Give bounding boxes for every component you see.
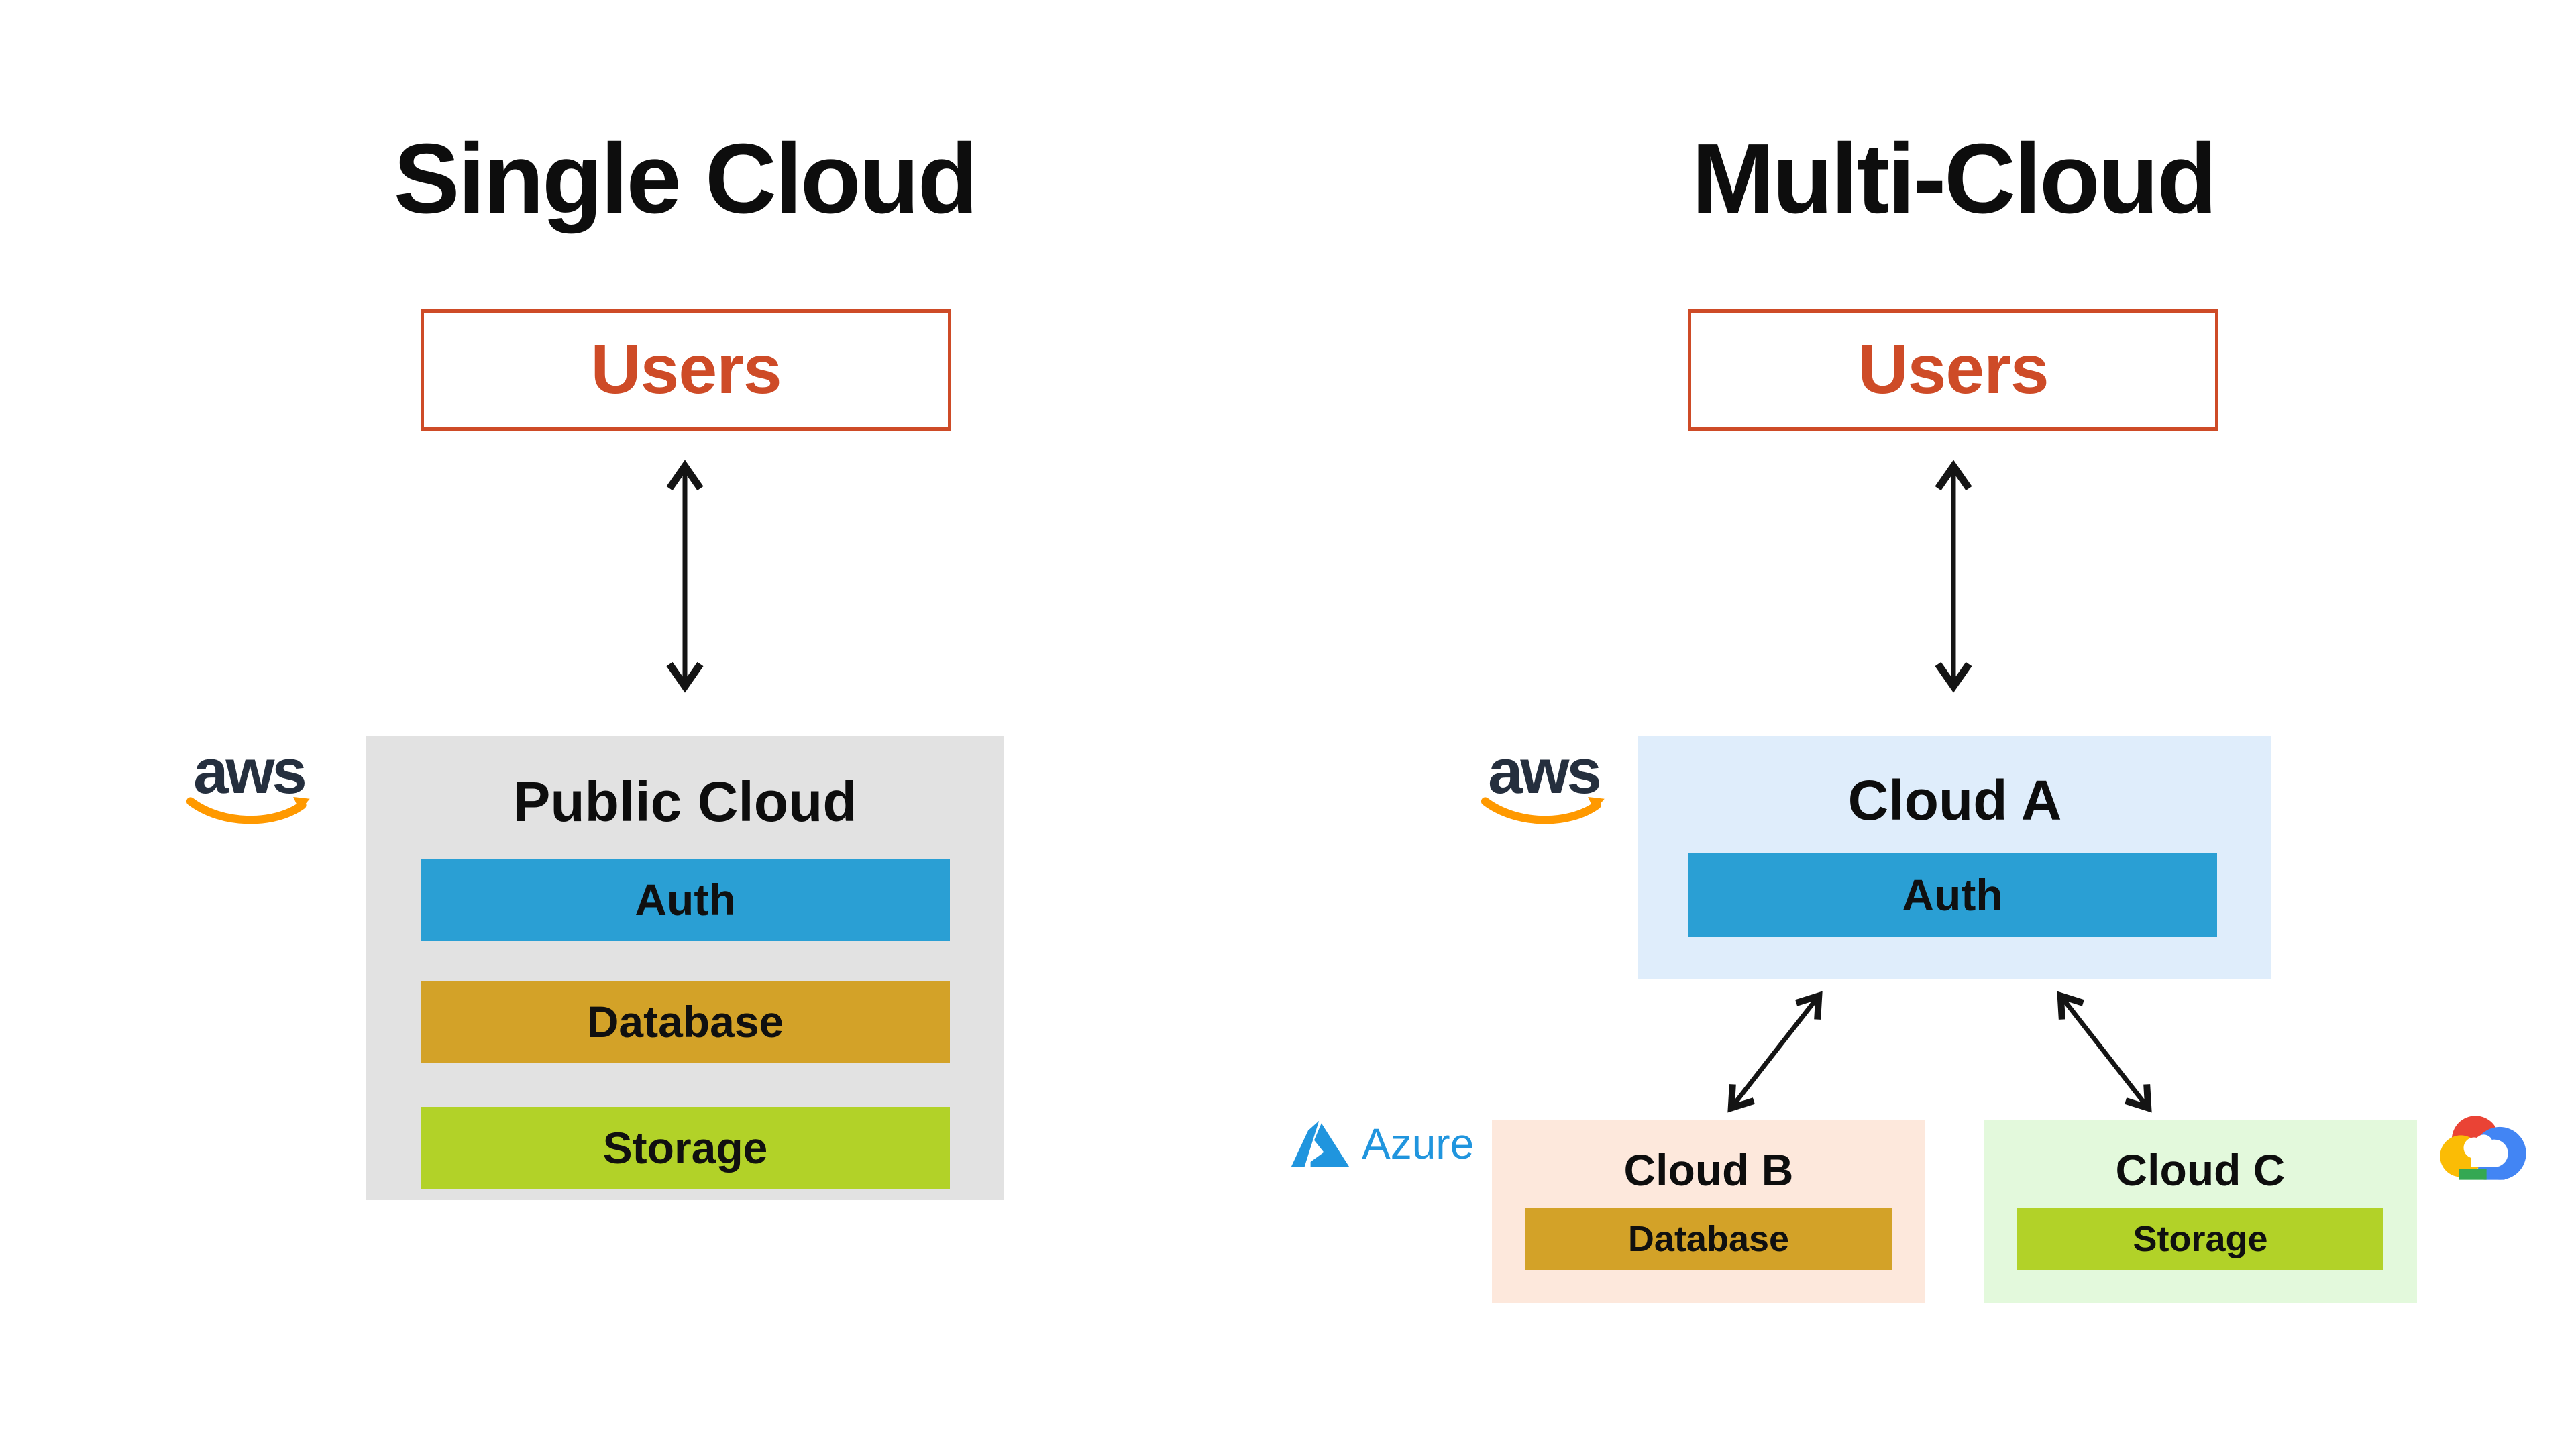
service-bar-auth: Auth (421, 859, 950, 941)
azure-a-icon (1291, 1120, 1350, 1167)
azure-logo: Azure (1289, 1119, 1474, 1169)
bidirectional-arrow-icon (666, 460, 704, 693)
bidirectional-arrow-icon (2057, 991, 2152, 1113)
cloud-c-title: Cloud C (2115, 1145, 2286, 1195)
multi-cloud-title: Multi-Cloud (1691, 123, 2218, 234)
cloud-b-box: Cloud B Database (1492, 1120, 1925, 1303)
users-box-single: Users (421, 309, 951, 431)
users-label: Users (1858, 331, 2049, 409)
single-cloud-title: Single Cloud (393, 123, 978, 234)
service-bar-auth: Auth (1688, 853, 2217, 937)
service-bar-storage: Storage (2017, 1208, 2383, 1270)
bidirectional-arrow-icon (1935, 460, 1972, 693)
public-cloud-title: Public Cloud (513, 770, 857, 833)
cloud-a-box: Cloud A Auth (1638, 736, 2271, 979)
service-bar-database: Database (1525, 1208, 1892, 1270)
aws-logo: aws (1473, 736, 1614, 831)
public-cloud-box: Public Cloud Auth Database Storage (366, 736, 1004, 1200)
cloud-c-box: Cloud C Storage (1984, 1120, 2417, 1303)
google-cloud-logo-icon (2440, 1116, 2526, 1180)
service-bar-storage: Storage (421, 1107, 950, 1189)
users-label: Users (590, 331, 782, 409)
cloud-a-title: Cloud A (1847, 769, 2062, 832)
bidirectional-arrow-icon (1727, 991, 1823, 1113)
service-bar-database: Database (421, 981, 950, 1063)
aws-logo-text: aws (193, 736, 307, 806)
cloud-b-title: Cloud B (1623, 1145, 1794, 1195)
aws-logo: aws (178, 736, 319, 831)
aws-logo-text: aws (1488, 736, 1602, 806)
azure-logo-text: Azure (1362, 1120, 1474, 1168)
users-box-multi: Users (1688, 309, 2218, 431)
aws-smile-icon (1481, 796, 1605, 824)
aws-smile-icon (186, 796, 310, 824)
